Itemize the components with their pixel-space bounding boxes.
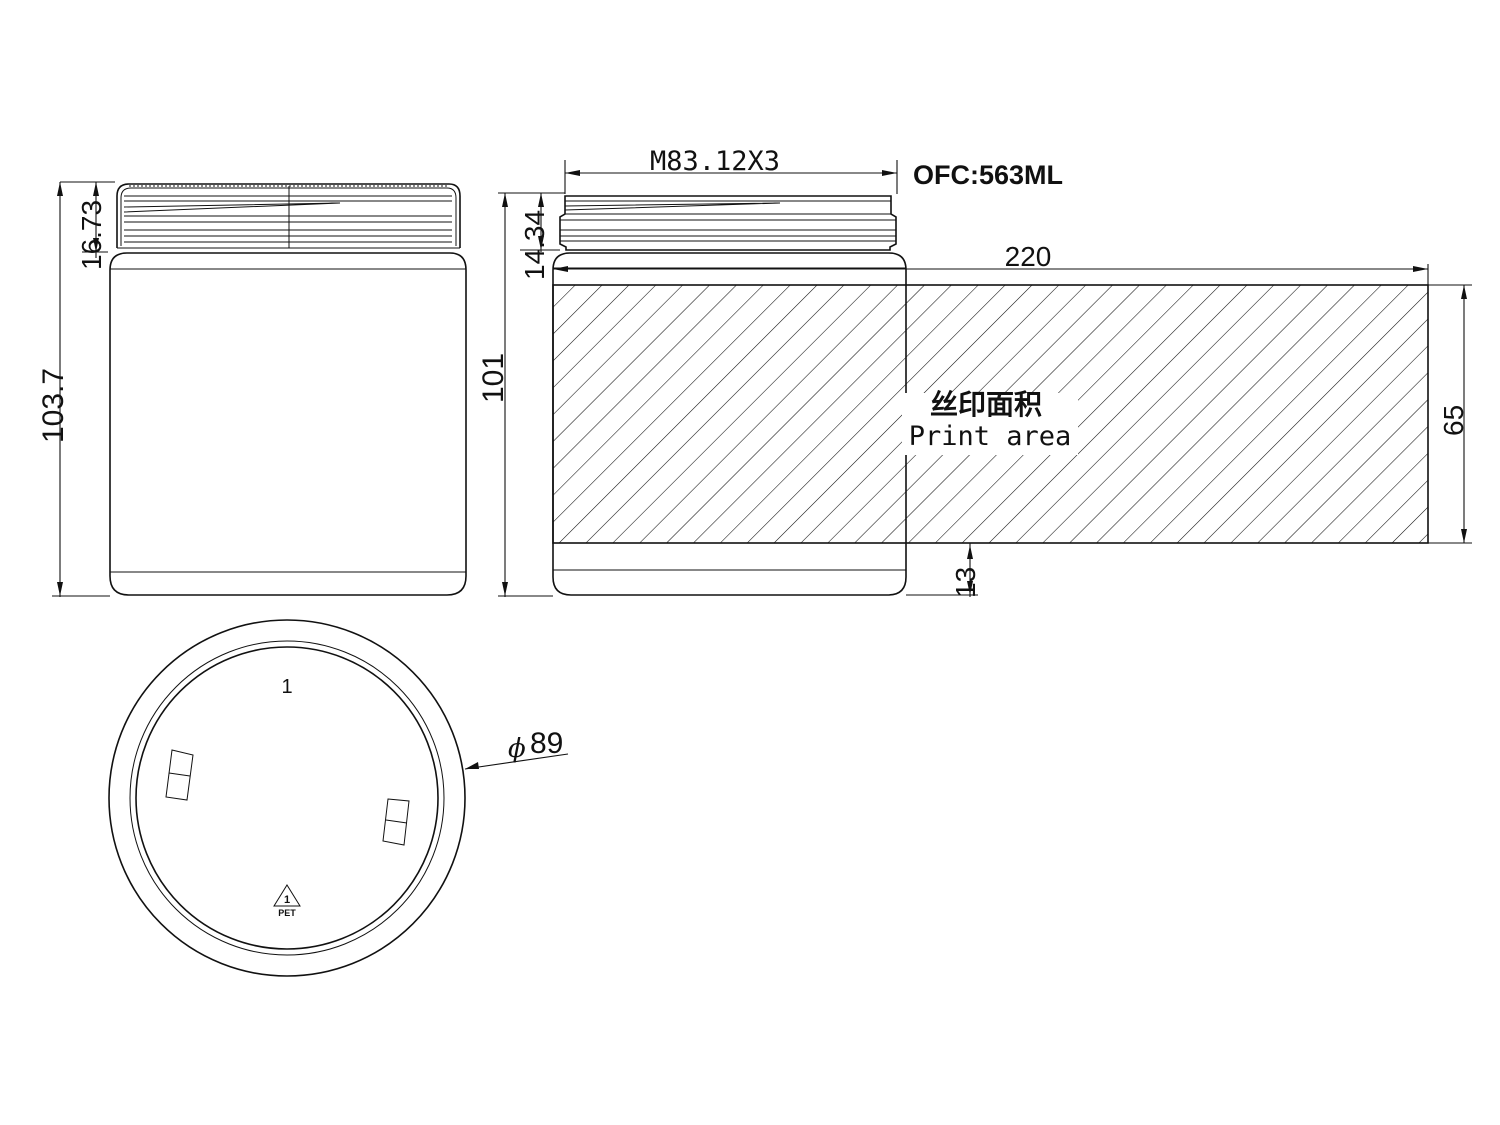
- diameter-symbol: ϕ: [508, 734, 526, 764]
- thread-spec-label: M83.12X3: [650, 146, 780, 177]
- print-area-label-en: Print area: [909, 421, 1072, 452]
- neck-height-label: 14.34: [519, 210, 550, 280]
- bottom-tab-right: [382, 798, 410, 846]
- total-height-label: 103.7: [37, 368, 70, 443]
- jar-body-view: M83.12X3 OFC:563ML 14.34 101 13: [477, 146, 1063, 598]
- print-width-label: 220: [1005, 241, 1052, 272]
- print-area: 丝印面积 Print area 220 65: [552, 241, 1472, 544]
- bottom-tab-left: [165, 749, 194, 801]
- capacity-label: OFC:563ML: [913, 160, 1063, 190]
- recycle-icon: 1 PET: [273, 884, 301, 918]
- recycle-material: PET: [278, 908, 296, 918]
- jar-bottom-view: 1 1 PET ϕ 89: [108, 619, 569, 977]
- print-area-label-cn: 丝印面积: [930, 388, 1042, 421]
- print-height-label: 65: [1438, 405, 1469, 436]
- bottom-offset-label: 13: [950, 567, 981, 598]
- cavity-number: 1: [281, 676, 292, 698]
- cap-height-label: 16.73: [76, 200, 107, 270]
- jar-with-cap-view: 16.73 103.7: [37, 181, 467, 597]
- body-height-label: 101: [477, 353, 510, 403]
- svg-text:1: 1: [284, 894, 290, 906]
- diameter-label: 89: [530, 727, 563, 760]
